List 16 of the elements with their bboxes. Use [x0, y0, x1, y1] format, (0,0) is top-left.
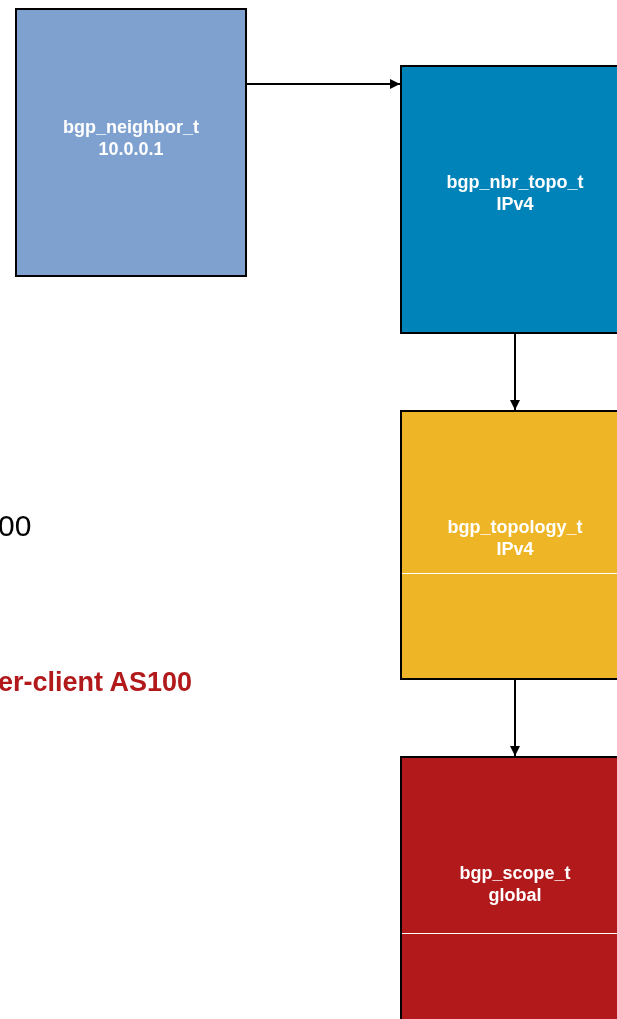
arrow [246, 79, 401, 89]
arrow [510, 679, 520, 757]
arrow [510, 333, 520, 411]
text-label: 00 [0, 508, 32, 544]
box-label: bgp_nbr_topo_t [446, 171, 584, 193]
process-box [400, 756, 617, 1019]
box-label: global [488, 884, 542, 906]
box-label: bgp_scope_t [459, 862, 571, 884]
process-box [400, 65, 617, 334]
box-label: bgp_topology_t [447, 516, 583, 538]
box-label: IPv4 [496, 538, 534, 560]
box-label: bgp_neighbor_t [63, 116, 199, 138]
box-label: IPv4 [496, 193, 534, 215]
box-label: 10.0.0.1 [98, 138, 164, 160]
process-box [400, 410, 617, 680]
process-box [15, 8, 247, 277]
